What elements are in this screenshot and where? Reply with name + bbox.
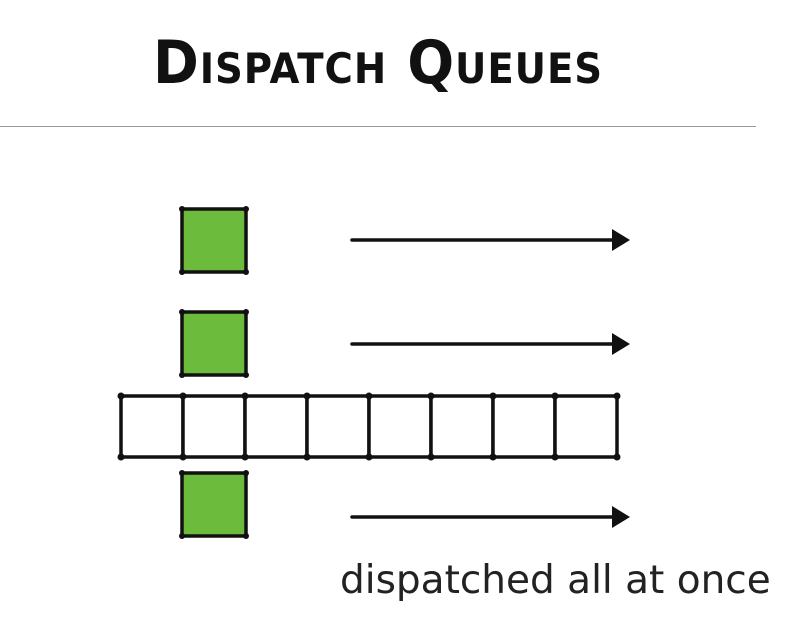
caption: dispatched all at once: [340, 558, 771, 603]
queue-joints: [117, 206, 621, 539]
queue-slot-8: [553, 394, 619, 459]
queue-slot-4: [305, 394, 371, 459]
arrowhead-2: [612, 333, 630, 355]
queue: [119, 394, 619, 459]
queue-slot-6: [429, 394, 495, 459]
queue-slot-1: [119, 394, 185, 459]
arrowhead-3: [612, 506, 630, 528]
task-block-1: [180, 207, 248, 274]
title-divider: [0, 126, 756, 127]
queue-slot-2: [181, 394, 247, 459]
queue-slot-7: [491, 394, 557, 459]
arrowhead-1: [612, 229, 630, 251]
queue-slot-3: [243, 394, 309, 459]
queue-slot-5: [367, 394, 433, 459]
task-block-2: [180, 310, 248, 377]
task-block-3: [180, 471, 248, 538]
diagram-title: Dispatch Queues: [152, 28, 604, 98]
